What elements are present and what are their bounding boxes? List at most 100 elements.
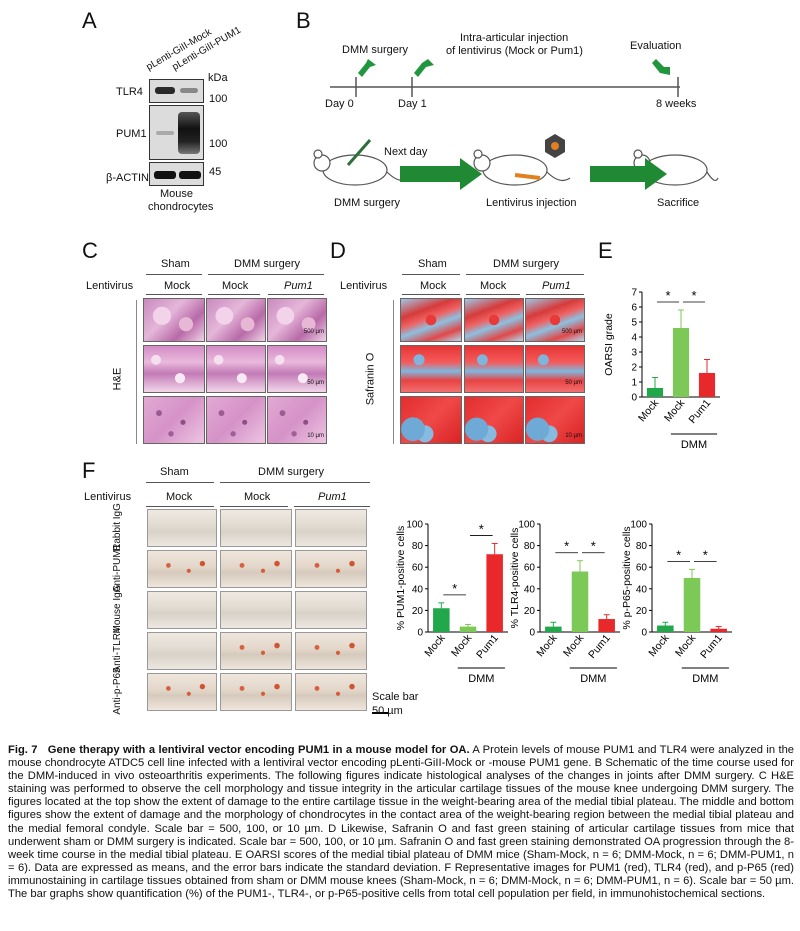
ihc-tile (147, 550, 217, 588)
marker-pum1: 100 (209, 138, 228, 150)
y-tick-label: 5 (631, 318, 637, 329)
y-tick-label: 40 (412, 584, 424, 595)
y-tick-label: 7 (631, 288, 637, 299)
panel-label-e: E (598, 238, 613, 263)
mouse-schematic (313, 134, 719, 190)
y-tick-label: 0 (631, 393, 637, 404)
so-pum1-bot: 10 µm (525, 396, 585, 444)
ihc-tile (147, 509, 217, 547)
y-tick-label: 4 (631, 333, 637, 344)
panel-label-f: F (82, 458, 96, 483)
bar (657, 625, 674, 632)
he-mock-bot (206, 396, 266, 444)
ihc-tile (220, 591, 292, 629)
significance-star: * (665, 288, 670, 303)
x-tick-label: Mock (646, 632, 672, 660)
significance-star: * (691, 288, 696, 303)
d-pum1: Pum1 (542, 280, 571, 292)
y-tick-label: 40 (524, 584, 536, 595)
y-axis-label: % p-P65-positive cells (622, 526, 633, 629)
he-mock-top (206, 298, 266, 342)
he-sham-mid (143, 345, 205, 393)
d-sham: Sham (418, 258, 447, 270)
y-tick-label: 20 (636, 606, 648, 617)
f-scale-label: Scale bar (372, 691, 419, 703)
y-tick-label: 40 (636, 584, 648, 595)
timeline-evaluation: Evaluation (630, 40, 682, 52)
schematic-step-sacrifice: Sacrifice (657, 197, 700, 209)
bar (486, 554, 503, 632)
y-tick-label: 60 (412, 563, 424, 574)
y-tick-label: 80 (636, 541, 648, 552)
panel-label-b: B (296, 8, 311, 33)
schematic-step-dmm: DMM surgery (334, 197, 401, 209)
ihc-tile (220, 509, 292, 547)
y-tick-label: 1 (631, 378, 637, 389)
d-lentivirus: Lentivirus (340, 280, 388, 292)
c-lentivirus: Lentivirus (86, 280, 134, 292)
x-tick-label: Mock (534, 632, 560, 660)
x-tick-label: Pum1 (686, 397, 713, 426)
he-sham-bot (143, 396, 205, 444)
x-tick-label: Mock (449, 632, 475, 660)
y-tick-label: 100 (630, 520, 647, 531)
f-mock-dmm: Mock (244, 491, 271, 503)
y-tick-label: 100 (518, 520, 535, 531)
timeline-injection-line1: Intra-articular injection (460, 32, 569, 44)
x-tick-label: Mock (673, 632, 699, 660)
significance-star: * (452, 581, 457, 596)
c-dmm: DMM surgery (234, 258, 301, 270)
timeline-injection-line2: of lentivirus (Mock or Pum1) (446, 45, 583, 57)
y-axis-label: % PUM1-positive cells (395, 526, 407, 630)
he-pum1-bot: 10 µm (267, 396, 327, 444)
figure-caption: Fig. 7 Gene therapy with a lentiviral ve… (8, 744, 794, 901)
d-stain-label: Safranin O (364, 352, 377, 406)
ihc-tile (295, 673, 367, 711)
ihc-tile (295, 509, 367, 547)
caption-body: A Protein levels of mouse PUM1 and TLR4 … (8, 744, 795, 901)
y-tick-label: 100 (406, 520, 423, 531)
caption-title: Gene therapy with a lentiviral vector en… (47, 744, 470, 756)
d-mock-sham: Mock (420, 280, 447, 292)
he-sham-top (143, 298, 205, 342)
x-tick-label: Pum1 (698, 632, 725, 661)
blot-label-actin: β-ACTIN (106, 172, 149, 184)
so-mock-mid (464, 345, 524, 393)
ihc-tile (295, 632, 367, 670)
x-tick-label: Mock (636, 397, 662, 425)
ihc-tile (147, 591, 217, 629)
y-tick-label: 0 (641, 628, 647, 639)
ihc-tile (147, 673, 217, 711)
significance-star: * (703, 547, 708, 562)
group-label: DMM (468, 673, 494, 685)
significance-star: * (591, 539, 596, 554)
f-scale-value: 50 µm (372, 705, 403, 717)
he-mock-mid (206, 345, 266, 393)
so-mock-top (464, 298, 524, 342)
x-tick-label: Pum1 (586, 632, 613, 661)
kda-label: kDa (208, 72, 228, 84)
so-pum1-top: 500 µm (525, 298, 585, 342)
bar (710, 628, 727, 632)
d-dmm: DMM surgery (493, 258, 560, 270)
ihc-row-label: Anti-p-P65 (112, 667, 123, 715)
blot-label-tlr4: TLR4 (116, 86, 143, 98)
y-tick-label: 20 (524, 606, 536, 617)
ihc-tile (220, 673, 292, 711)
he-pum1-top: 500 µm (267, 298, 327, 342)
panel-label-a: A (82, 8, 97, 33)
timeline-8weeks: 8 weeks (656, 98, 697, 110)
x-tick-label: Mock (662, 397, 688, 425)
bar (698, 373, 716, 397)
c-sham: Sham (161, 258, 190, 270)
bar (683, 578, 701, 632)
so-sham-mid (400, 345, 462, 393)
caption-fig: Fig. 7 (8, 744, 38, 756)
ihc-tile (220, 632, 292, 670)
timeline-day1: Day 1 (398, 98, 427, 110)
footer-mouse: Mouse (160, 188, 194, 200)
x-tick-label: Mock (422, 632, 448, 660)
f-sham: Sham (160, 466, 189, 478)
